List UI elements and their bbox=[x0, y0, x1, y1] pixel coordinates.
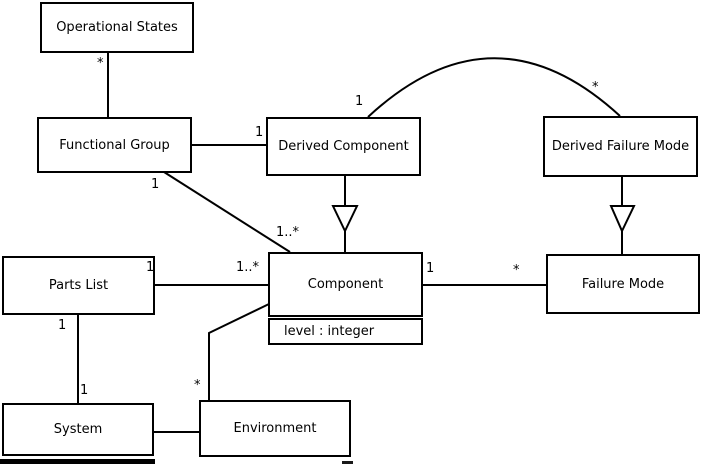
multiplicity-failuremode-star: * bbox=[513, 263, 520, 278]
class-box-functional-group: Functional Group bbox=[37, 117, 192, 173]
multiplicity-partslist-one: 1 bbox=[146, 260, 155, 275]
multiplicity-component-one-right: 1 bbox=[426, 261, 435, 276]
edge-derivedcomp-derivedfm-arc bbox=[367, 57, 621, 118]
class-name-system: System bbox=[53, 422, 103, 437]
multiplicity-arc-star: * bbox=[592, 80, 599, 95]
class-name-parts-list: Parts List bbox=[48, 278, 109, 293]
component-name-compartment: Component bbox=[268, 252, 423, 317]
multiplicity-component-onestar-left: 1..* bbox=[236, 260, 260, 275]
class-box-derived-failure-mode: Derived Failure Mode bbox=[543, 116, 698, 177]
multiplicity-partslist-system-one-bottom: 1 bbox=[80, 383, 89, 398]
class-name-failure-mode: Failure Mode bbox=[581, 276, 665, 292]
class-box-component: Component level : integer bbox=[268, 252, 423, 345]
multiplicity-component-onestar-top: 1..* bbox=[276, 225, 300, 240]
class-name-derived-failure-mode: Derived Failure Mode bbox=[551, 139, 690, 154]
class-box-failure-mode: Failure Mode bbox=[546, 254, 700, 314]
bottom-edge-artifact-left bbox=[0, 459, 155, 464]
edge-environment-component bbox=[208, 303, 270, 400]
class-name-environment: Environment bbox=[233, 421, 317, 436]
multiplicity-opstates-star: * bbox=[97, 56, 104, 71]
generalization-triangle-component bbox=[331, 205, 359, 234]
component-attribute-level: level : integer bbox=[284, 324, 375, 339]
class-name-derived-component: Derived Component bbox=[278, 139, 409, 154]
edge-funcgroup-component bbox=[163, 171, 291, 253]
class-box-system: System bbox=[2, 403, 154, 456]
component-attribute-compartment: level : integer bbox=[268, 318, 423, 345]
class-name-operational-states: Operational States bbox=[56, 20, 178, 35]
multiplicity-derivedcomp-one: 1 bbox=[255, 125, 264, 140]
class-name-functional-group: Functional Group bbox=[59, 137, 170, 153]
class-box-environment: Environment bbox=[199, 400, 351, 457]
class-box-derived-component: Derived Component bbox=[266, 117, 421, 176]
multiplicity-funcgroup-one: 1 bbox=[151, 177, 160, 192]
bottom-edge-artifact-right bbox=[342, 461, 353, 464]
class-box-operational-states: Operational States bbox=[40, 2, 194, 53]
class-name-component: Component bbox=[307, 277, 384, 292]
generalization-triangle-failuremode bbox=[609, 205, 636, 234]
multiplicity-environment-star: * bbox=[194, 378, 201, 393]
multiplicity-arc-one: 1 bbox=[355, 94, 364, 109]
multiplicity-partslist-system-one-top: 1 bbox=[58, 318, 67, 333]
class-box-parts-list: Parts List bbox=[2, 256, 155, 315]
